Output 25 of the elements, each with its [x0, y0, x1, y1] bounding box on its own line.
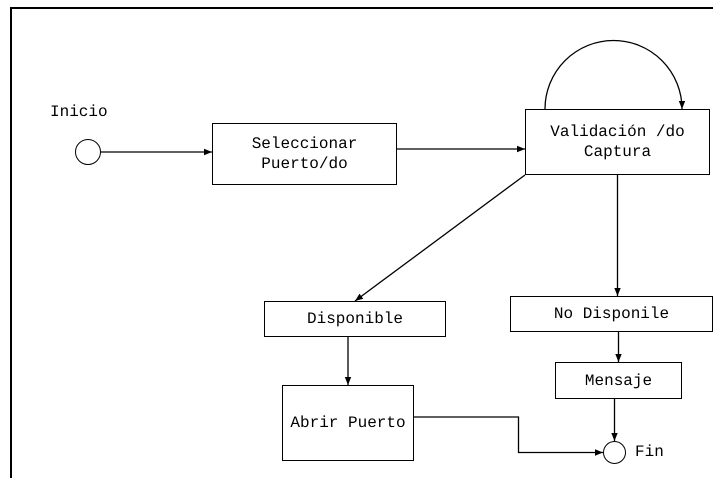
box-label: Disponible	[306, 309, 404, 329]
box-label: Seleccionar Puerto/do	[250, 134, 358, 174]
arrow	[544, 40, 685, 110]
arrow	[344, 337, 352, 385]
arrow	[414, 416, 603, 456]
terminal-circle	[75, 139, 101, 165]
process-box	[282, 385, 414, 461]
terminal-circle	[603, 441, 626, 464]
process-box	[510, 296, 713, 332]
terminal-label: Fin	[635, 442, 664, 462]
arrow	[397, 146, 525, 152]
box-label: Validación /do Captura	[549, 122, 686, 162]
box-label: Abrir Puerto	[289, 413, 407, 433]
process-box	[525, 109, 710, 175]
arrow	[101, 148, 212, 156]
arrow	[614, 175, 621, 296]
terminal-label: Inicio	[50, 102, 108, 122]
process-box	[264, 301, 446, 337]
process-box	[555, 362, 682, 399]
arrow	[611, 399, 618, 441]
arrow	[615, 332, 622, 362]
process-box	[212, 123, 397, 185]
arrow	[354, 174, 526, 302]
box-label: Mensaje	[584, 370, 654, 390]
box-label: No Disponile	[552, 304, 670, 324]
